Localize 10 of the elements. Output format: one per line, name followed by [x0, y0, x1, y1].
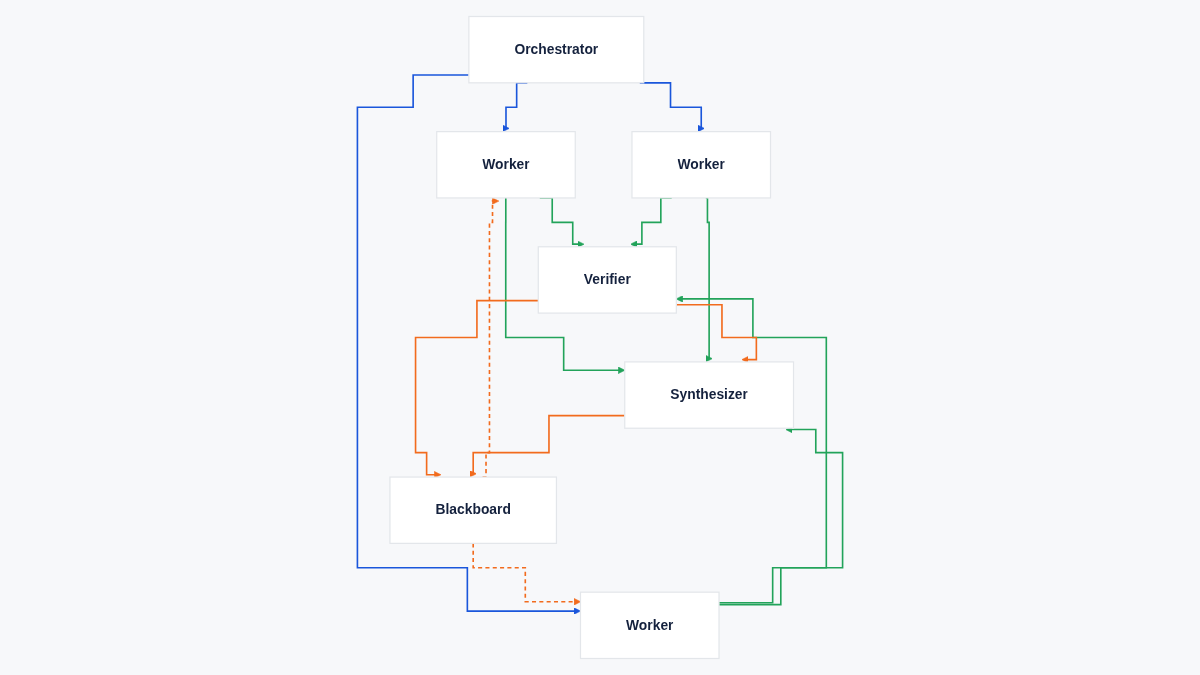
node-box: Verifier — [537, 246, 677, 314]
node-box: Synthesizer — [624, 361, 795, 429]
arrow — [704, 197, 713, 363]
node-box: Worker — [579, 591, 720, 660]
node-box: Worker — [436, 131, 576, 199]
arrow — [472, 542, 581, 606]
node-box: Worker — [631, 131, 772, 199]
node-box: Orchestrator — [468, 15, 645, 84]
arrow — [356, 74, 581, 615]
node-box: Blackboard — [389, 476, 558, 544]
